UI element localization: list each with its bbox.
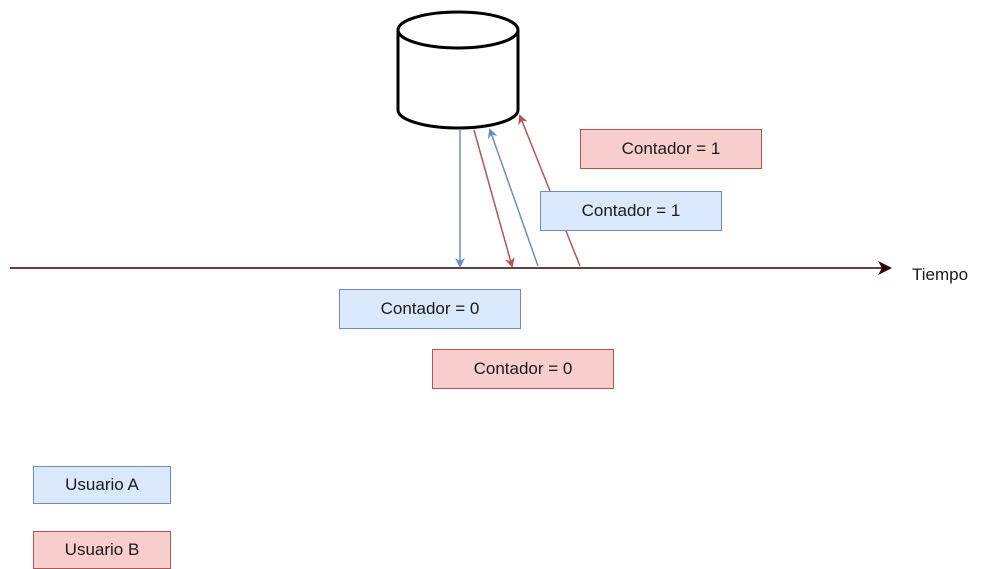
timeline-label: Tiempo — [912, 265, 969, 284]
user-a-write-arrow — [487, 128, 539, 267]
user-b-read-label: Contador = 0 — [432, 349, 614, 389]
user-a-read-label: Contador = 0 — [339, 289, 521, 329]
user-a-write-label: Contador = 1 — [540, 191, 722, 231]
legend-user-b: Usuario B — [33, 531, 171, 569]
user-b-write-label: Contador = 1 — [580, 129, 762, 169]
database-icon — [396, 10, 520, 130]
legend-user-a: Usuario A — [33, 466, 171, 504]
user-b-read-arrow — [473, 129, 515, 268]
